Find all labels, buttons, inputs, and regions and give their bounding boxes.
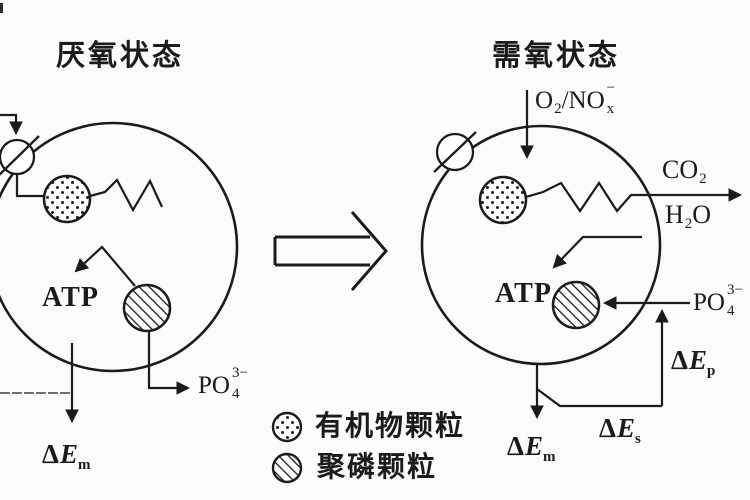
right-dEs-delta: Δ xyxy=(599,413,616,443)
right-atp-label: ATP xyxy=(495,278,552,309)
right-po4-supsub: 3−4 xyxy=(726,282,750,320)
h2o-label: H2O xyxy=(665,201,711,233)
legend-polyp-swatch xyxy=(271,452,303,484)
right-po4-sub: 4 xyxy=(726,303,735,320)
left-po4-supsub: 3−4 xyxy=(231,365,255,403)
left-influx-arrow xyxy=(0,113,23,136)
left-transporter-to-organic-line xyxy=(15,175,45,198)
left-dEm-sub: m xyxy=(77,457,91,473)
h2o-o: O xyxy=(692,200,712,229)
right-dEm-E: E xyxy=(524,431,543,461)
co2-base: CO xyxy=(662,155,699,184)
left-organic-particle xyxy=(42,174,92,224)
legend-organic-swatch xyxy=(271,411,303,443)
right-dEp-label: ΔEp xyxy=(671,346,715,380)
scan-artifact xyxy=(0,3,3,13)
co2-label: CO2 xyxy=(662,156,707,188)
left-po4-release-arrow xyxy=(147,331,191,395)
right-dEm-sub: m xyxy=(542,449,556,465)
h2o-h: H xyxy=(665,200,684,229)
transition-arrow-head xyxy=(350,211,388,291)
right-po4-base: PO xyxy=(693,289,725,316)
right-dEp-E: E xyxy=(688,345,707,375)
o2-base: O xyxy=(535,87,554,114)
left-atp-arrow xyxy=(74,245,136,287)
anaerobic-title: 厌氧状态 xyxy=(55,38,184,72)
nox-base: /NO xyxy=(561,87,605,114)
right-polyp-particle xyxy=(551,280,601,330)
right-dEp-sub: p xyxy=(706,363,716,379)
right-dEm-label: ΔEm xyxy=(507,432,555,466)
left-polyp-particle xyxy=(122,283,172,333)
left-po4-base: PO xyxy=(198,372,230,399)
nox-subscript: x xyxy=(606,101,615,118)
right-transporter-slash xyxy=(433,131,477,173)
o2-nox-label: O2/NO−x xyxy=(535,80,622,118)
left-dEm-label: ΔEm xyxy=(42,440,90,474)
anaerobic-cell-membrane xyxy=(0,121,239,373)
left-atp-label: ATP xyxy=(42,282,99,313)
nox-sup: − xyxy=(606,80,616,96)
h2o-sub: 2 xyxy=(684,216,693,232)
legend-organic-label: 有机物颗粒 xyxy=(315,409,466,442)
aerobic-cell-membrane xyxy=(420,124,662,366)
right-atp-arrow xyxy=(552,235,642,269)
co2-sub: 2 xyxy=(699,171,707,187)
right-po4-sup: 3− xyxy=(726,282,743,298)
right-dEs-branch-line xyxy=(536,388,662,408)
right-dEs-E: E xyxy=(616,413,635,443)
aerobic-title: 需氧状态 xyxy=(491,38,620,72)
right-dEs-sub: s xyxy=(634,431,641,447)
left-po4-sup: 3− xyxy=(231,365,248,381)
left-transporter-slash xyxy=(0,135,40,176)
right-organic-particle xyxy=(478,175,528,225)
left-energy-zigzag xyxy=(89,178,163,213)
left-po4-sub: 4 xyxy=(231,386,240,403)
legend-polyp-label: 聚磷颗粒 xyxy=(317,450,438,483)
transition-arrow-body xyxy=(273,235,370,267)
nox-supsub: −x xyxy=(606,80,622,118)
left-dEm-E: E xyxy=(59,439,78,469)
right-oxidation-zigzag-arrow xyxy=(525,181,743,213)
o2-sub: 2 xyxy=(554,101,562,117)
left-dEm-delta: Δ xyxy=(42,439,59,469)
right-dEs-label: ΔEs xyxy=(599,414,641,448)
right-dEp-delta: Δ xyxy=(671,345,688,375)
right-dEm-delta: Δ xyxy=(507,431,524,461)
